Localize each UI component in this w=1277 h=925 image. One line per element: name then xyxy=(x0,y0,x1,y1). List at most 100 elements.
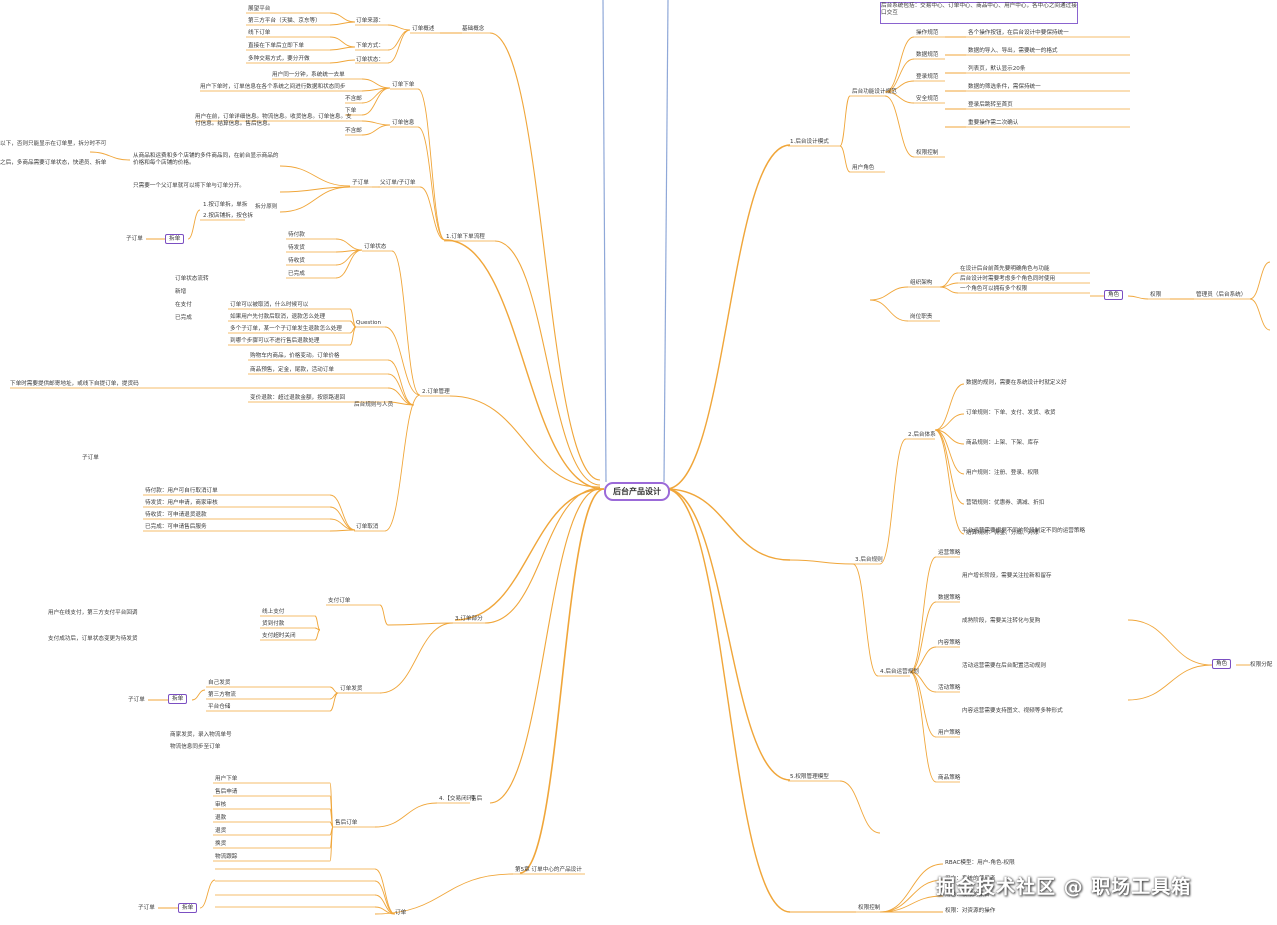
after-item[interactable]: 退款 xyxy=(215,815,227,821)
flow-item[interactable]: 下单 xyxy=(345,108,357,114)
after-item[interactable]: 退货 xyxy=(215,828,227,834)
cancel-item[interactable]: 待付款：用户可自行取消订单 xyxy=(145,488,218,494)
left-top-right-label[interactable]: 订单状态： xyxy=(356,57,384,63)
b1-sub[interactable]: 后台功能设计规范 xyxy=(852,89,897,95)
branch-order-center[interactable]: 第5章 订单中心的产品设计 xyxy=(515,867,582,873)
rule-item[interactable]: 下单时需要提供邮寄地址，或线下自提订单，提货码 xyxy=(10,381,139,387)
b1-group[interactable]: 操作规范 xyxy=(916,30,939,36)
status-item[interactable]: 待付款 xyxy=(288,232,305,238)
ship-item[interactable]: 平台仓储 xyxy=(208,704,231,710)
b4-group[interactable]: 商品策略 xyxy=(938,775,961,781)
b1-sub[interactable]: 用户角色 xyxy=(852,165,875,171)
pay-item[interactable]: 支付超时关闭 xyxy=(262,633,296,639)
after-split-box[interactable]: 拆单 xyxy=(178,903,198,913)
after-item[interactable]: 换货 xyxy=(215,841,227,847)
b3-item[interactable]: 数据的规则，需要在系统设计时就定义好 xyxy=(966,380,1067,386)
split-rule-title[interactable]: 拆分原则 xyxy=(255,204,278,210)
pay-title[interactable]: 支付订单 xyxy=(328,598,351,604)
b3-item[interactable]: 订单规则：下单、支付、发货、收货 xyxy=(966,410,1056,416)
ship-title[interactable]: 订单发货 xyxy=(340,686,363,692)
flow-item[interactable]: 用户在前，订单详细信息。物流信息。收货信息。订单信息。支付信息。结算信息。售后信… xyxy=(195,114,352,127)
branch-backend-system[interactable]: 2.后台体系 xyxy=(908,432,936,438)
branch-order-flow[interactable]: 1.订单下单流程 xyxy=(446,234,485,240)
outer-left-note[interactable]: 之后，多商品需要订单状态，快递员、拆单 xyxy=(0,160,107,166)
split-label[interactable]: 子订单 xyxy=(352,180,369,186)
b5-item[interactable]: 角色：权限的集合 xyxy=(945,892,990,898)
branch-trade-loop[interactable]: 4.【交易闭环】 xyxy=(439,796,478,802)
branch-order-manage[interactable]: 2.订单管理 xyxy=(422,389,450,395)
status-side[interactable]: 订单状态流转 xyxy=(175,276,209,282)
rule-title[interactable]: 后台规则与人员 xyxy=(354,402,394,408)
mindmap-root-node[interactable]: 后台产品设计 xyxy=(604,482,670,501)
role-box-far[interactable]: 管理员（后台系统） xyxy=(1196,292,1247,298)
pay-note[interactable]: 支付成功后，订单状态变更为待发货 xyxy=(48,636,138,642)
b1-sub[interactable]: 权限控制 xyxy=(916,150,939,156)
b1-item[interactable]: 登录后跳转至首页 xyxy=(968,102,1013,108)
split-intro[interactable]: 从商品和运费和多个店铺的多件商品同，在前台显示商品的价格和每个店铺的价格。 xyxy=(133,153,279,166)
pay-item[interactable]: 线上支付 xyxy=(262,609,285,615)
ship-note[interactable]: 商家发货，录入物流单号 xyxy=(170,732,232,738)
branch-order-part[interactable]: 3.订单部分 xyxy=(455,616,483,622)
b4-item[interactable]: 活动运营需要在后台配置活动规则 xyxy=(962,663,1046,669)
after-bottom-label[interactable]: 子订单 xyxy=(138,905,155,911)
rule-item[interactable]: 购物车内商品，价格变动。订单价格 xyxy=(250,353,340,359)
after-item[interactable]: 售后申请 xyxy=(215,789,238,795)
b3-item[interactable]: 结算规则：佣金、分成、对账 xyxy=(966,530,1039,536)
status-side[interactable]: 新增 xyxy=(175,289,187,295)
b3-item[interactable]: 营销规则：优惠券、满减、折扣 xyxy=(966,500,1045,506)
split-rule[interactable]: 2.按店铺拆，按仓拆 xyxy=(203,213,254,219)
flow-item[interactable]: 不含邮 xyxy=(345,128,362,134)
split-label-2[interactable]: 父订单/子订单 xyxy=(380,180,416,186)
b1-group[interactable]: 数据规范 xyxy=(916,52,939,58)
split-box[interactable]: 拆单 xyxy=(165,234,185,244)
cancel-item[interactable]: 已完成：可申请售后服务 xyxy=(145,524,207,530)
status-item[interactable]: 待发货 xyxy=(288,245,305,251)
cancel-item[interactable]: 待收货：可申请退货退款 xyxy=(145,512,207,518)
b2-group[interactable]: 岗位职责 xyxy=(910,314,933,320)
b1-group[interactable]: 登录规范 xyxy=(916,74,939,80)
status-title[interactable]: 订单状态 xyxy=(364,244,387,250)
status-side[interactable]: 已完成 xyxy=(175,315,192,321)
after-bottom-label[interactable]: 订单 xyxy=(395,910,407,916)
b4-item[interactable]: 内容运营需要支持图文、视频等多种形式 xyxy=(962,708,1063,714)
branch-order-overview[interactable]: 订单概述 xyxy=(412,26,435,32)
b3-item[interactable]: 商品规则：上架、下架、库存 xyxy=(966,440,1039,446)
b4-item[interactable]: 用户增长阶段，需要关注拉新和留存 xyxy=(962,573,1052,579)
b4-group[interactable]: 数据策略 xyxy=(938,595,961,601)
b2-item[interactable]: 在设计后台前首先要明确角色与功能 xyxy=(960,266,1050,272)
status-item[interactable]: 待收货 xyxy=(288,258,305,264)
split-note[interactable]: 只需要一个父订单就可以将下单与订单分开。 xyxy=(133,183,245,189)
pay-split-box[interactable]: 拆单 xyxy=(168,694,188,704)
b5-item[interactable]: 权限：对资源的操作 xyxy=(945,908,996,914)
b1-item[interactable]: 列表页，默认显示20条 xyxy=(968,66,1026,72)
b4-group[interactable]: 运营策略 xyxy=(938,550,961,556)
ship-note[interactable]: 物流信息同步至订单 xyxy=(170,744,221,750)
left-edge-label[interactable]: 子订单 xyxy=(82,455,99,461)
branch-after-sales[interactable]: 售后 xyxy=(471,796,483,802)
left-top-item[interactable]: 第三方平台（天猫、京东等） xyxy=(248,18,321,24)
ops-role-far[interactable]: 权限分配 xyxy=(1250,662,1273,668)
branch-permission-model[interactable]: 5.权限管理模型 xyxy=(790,774,829,780)
b4-item[interactable]: 平台运营需要根据不同的阶段制定不同的运营策略 xyxy=(962,528,1086,534)
b2-item[interactable]: 一个角色可以拥有多个权限 xyxy=(960,286,1028,292)
b1-item[interactable]: 数据的筛选条件，需保持统一 xyxy=(968,84,1041,90)
status-side[interactable]: 在支付 xyxy=(175,302,192,308)
ship-item[interactable]: 第三方物流 xyxy=(208,692,236,698)
flow-tag-info[interactable]: 订单信息 xyxy=(392,120,415,126)
b4-item[interactable]: 成熟阶段，需要关注转化与复购 xyxy=(962,618,1041,624)
split-box-left[interactable]: 子订单 xyxy=(126,236,143,242)
after-item[interactable]: 物流跟踪 xyxy=(215,854,238,860)
left-top-item[interactable]: 直接在下单后立即下单 xyxy=(248,43,304,49)
question-label[interactable]: Question xyxy=(356,320,382,326)
flow-item[interactable]: 用户同一分钟，系统统一去单 xyxy=(272,72,345,78)
status-item[interactable]: 已完成 xyxy=(288,271,305,277)
question-item[interactable]: 多个子订单，某一个子订单发生退款怎么处理 xyxy=(230,326,342,332)
pay-note[interactable]: 用户在线支付，第三方支付平台回调 xyxy=(48,610,138,616)
b2-item[interactable]: 后台设计时需要考虑多个角色同时使用 xyxy=(960,276,1056,282)
b2-group[interactable]: 组织架构 xyxy=(910,280,933,286)
rule-item[interactable]: 变价退款：超过退款金额，按原路退回 xyxy=(250,395,346,401)
pay-item[interactable]: 货到付款 xyxy=(262,621,285,627)
branch-basic-concepts[interactable]: 基础概念 xyxy=(462,26,485,32)
cancel-item[interactable]: 待发货：用户申请，商家审核 xyxy=(145,500,218,506)
outer-left-note[interactable]: 以下，否则只能显示在订单里，拆分时不可 xyxy=(0,141,107,147)
